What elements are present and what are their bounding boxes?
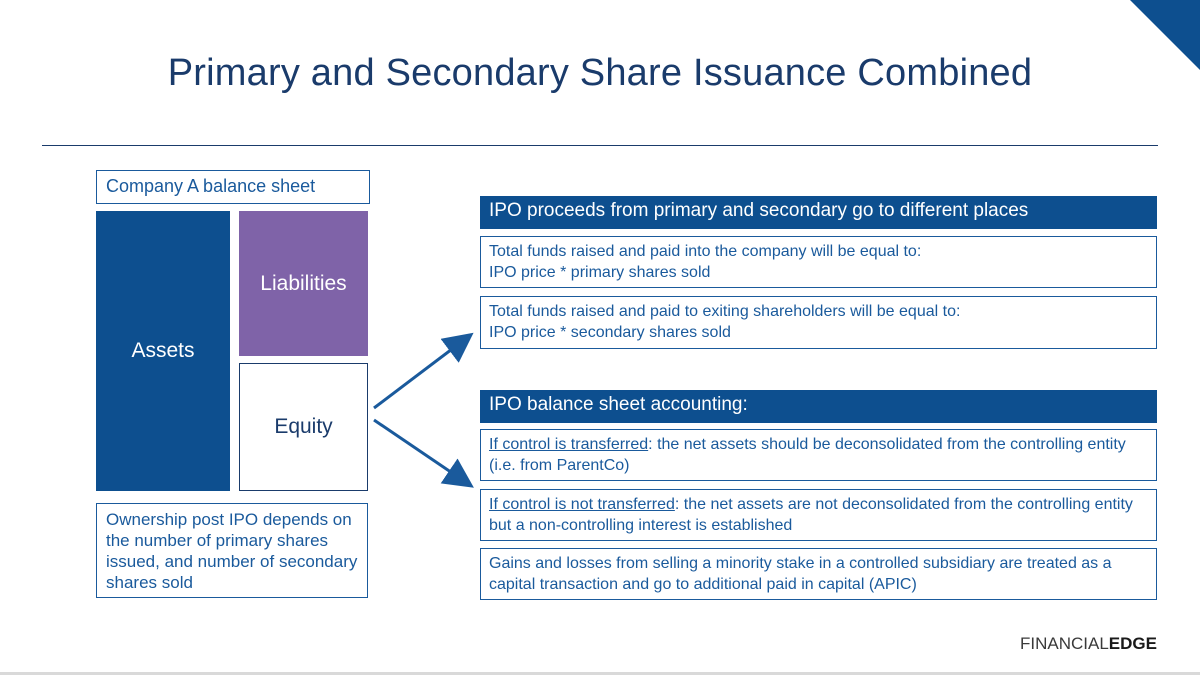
liabilities-label: Liabilities bbox=[260, 271, 347, 295]
liabilities-block: Liabilities bbox=[239, 211, 368, 356]
title-divider bbox=[42, 145, 1158, 146]
footer-line bbox=[0, 672, 1200, 675]
flow-arrows bbox=[373, 332, 474, 488]
equity-block: Equity bbox=[239, 363, 368, 491]
arrow-to-accounting bbox=[373, 418, 474, 488]
assets-block: Assets bbox=[96, 211, 230, 491]
secondary-line1: Total funds raised and paid to exiting s… bbox=[489, 303, 961, 320]
equity-label: Equity bbox=[274, 415, 333, 438]
arrow-to-proceeds bbox=[373, 332, 474, 410]
control-transferred-box: If control is transferred: the net asset… bbox=[480, 429, 1157, 481]
primary-line2: IPO price * primary shares sold bbox=[489, 264, 711, 281]
proceeds-header: IPO proceeds from primary and secondary … bbox=[480, 196, 1157, 229]
accounting-header: IPO balance sheet accounting: bbox=[480, 390, 1157, 423]
control-not-transferred-box: If control is not transferred: the net a… bbox=[480, 489, 1157, 541]
secondary-proceeds-box: Total funds raised and paid to exiting s… bbox=[480, 296, 1157, 349]
ownership-note: Ownership post IPO depends on the number… bbox=[96, 503, 368, 598]
brand-logo: FINANCIALEDGE bbox=[1020, 634, 1160, 658]
brand-light: FINANCIAL bbox=[1020, 634, 1109, 653]
corner-accent bbox=[1130, 0, 1200, 70]
control-transferred-lead: If control is transferred bbox=[489, 436, 649, 453]
secondary-line2: IPO price * secondary shares sold bbox=[489, 324, 731, 341]
control-transferred-text: : the net assets should be deconsolidate… bbox=[489, 436, 1126, 474]
page-title: Primary and Secondary Share Issuance Com… bbox=[167, 52, 1033, 94]
primary-line1: Total funds raised and paid into the com… bbox=[489, 243, 922, 260]
brand-bold: EDGE bbox=[1108, 634, 1157, 653]
control-not-transferred-text: : the net assets are not deconsolidated … bbox=[489, 496, 1133, 534]
primary-proceeds-box: Total funds raised and paid into the com… bbox=[480, 236, 1157, 288]
balance-sheet-caption: Company A balance sheet bbox=[96, 170, 370, 204]
control-not-transferred-lead: If control is not transferred bbox=[489, 496, 675, 513]
assets-label: Assets bbox=[131, 339, 195, 362]
gains-losses-box: Gains and losses from selling a minority… bbox=[480, 548, 1157, 600]
